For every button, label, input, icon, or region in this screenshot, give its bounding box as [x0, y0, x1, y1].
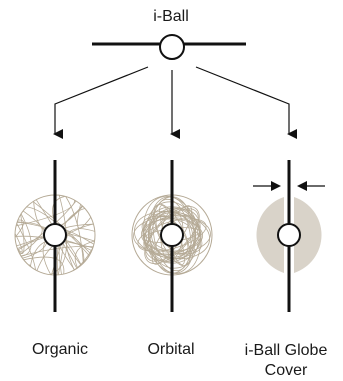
orbital-wire-ring	[137, 218, 207, 252]
organic-hub-circle	[43, 223, 67, 247]
orbital-wire-ring	[152, 198, 192, 272]
orbital-wire-ring	[134, 210, 210, 260]
orbital-wire-ring	[145, 201, 199, 269]
organic-wire-strand	[15, 219, 24, 238]
organic-wire-strand	[65, 196, 84, 264]
globe-cover-hub-circle	[277, 223, 301, 247]
orbital-hub-circle	[160, 223, 184, 247]
top-hub-circle	[159, 34, 185, 60]
organic-wire-strand	[26, 206, 90, 256]
arrow-to-globe-cover	[195, 66, 297, 139]
organic-label: Organic	[31, 341, 89, 358]
organic-wire-strand	[16, 199, 75, 227]
diagram-title: i-Ball	[153, 8, 189, 25]
orbital-label: Orbital	[147, 341, 195, 358]
orbital-wire-ring	[144, 206, 200, 264]
gap-arrow-left	[253, 181, 281, 191]
organic-wire-strand	[52, 195, 82, 266]
arrow-to-organic	[53, 66, 149, 139]
organic-wire-strand	[15, 233, 23, 253]
globe-cover-left-half	[256, 197, 284, 273]
organic-wire-strand	[17, 214, 25, 255]
organic-wire-strand	[16, 222, 43, 255]
orbital-wire-ring	[143, 208, 201, 262]
globe-cover-label: i-Ball Globe Cover	[244, 342, 328, 379]
organic-wire-strand	[16, 223, 36, 271]
gap-arrow-right	[297, 181, 325, 191]
orbital-wire-ring	[151, 212, 193, 258]
globe-cover-right-half	[294, 197, 322, 273]
